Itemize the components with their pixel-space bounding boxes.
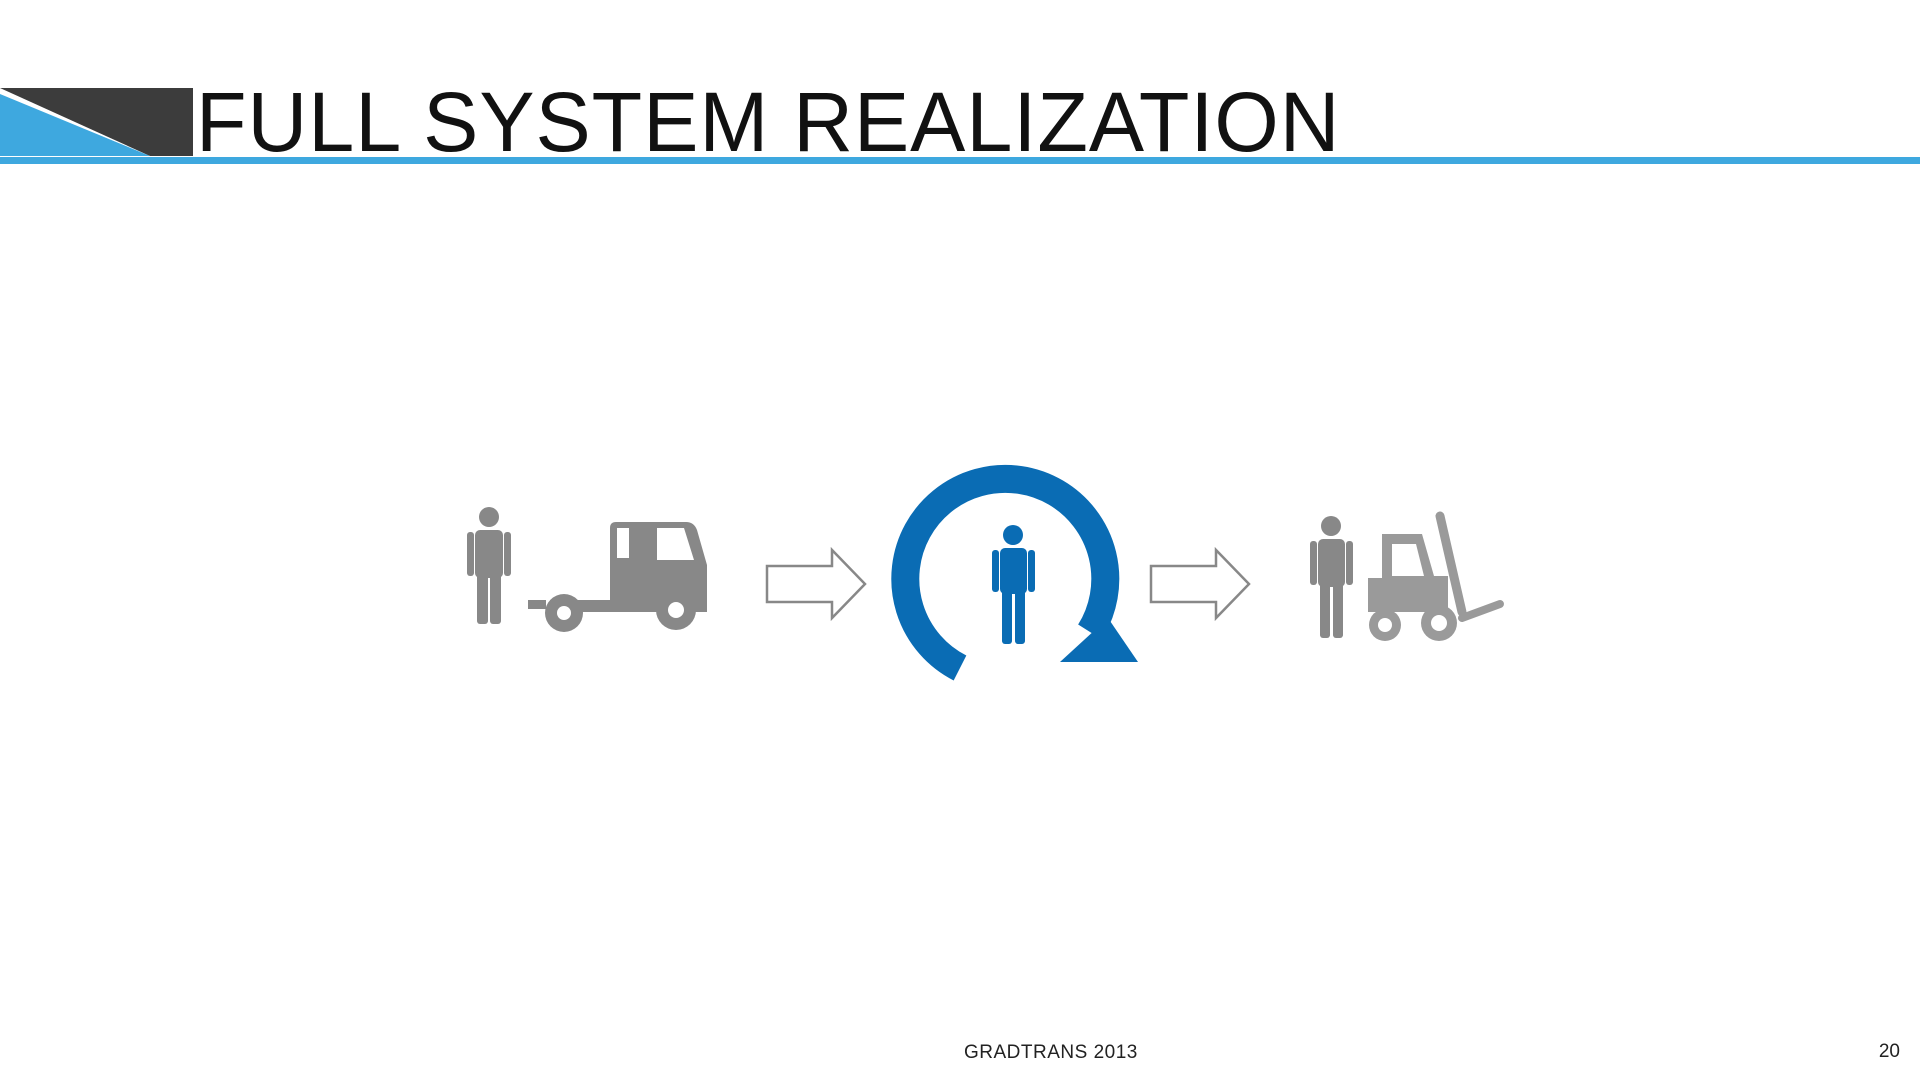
header-dark-band [0,88,193,156]
person-icon [467,507,511,624]
page-title: FULL SYSTEM REALIZATION [196,75,1341,169]
header-underline [0,157,1920,164]
person-icon [992,525,1035,644]
right-arrow-icon [765,546,867,622]
truck-icon [528,522,707,632]
right-arrow-icon [1149,546,1251,622]
header-decoration [0,88,193,156]
footer-text: GRADTRANS 2013 [964,1042,1138,1063]
person-icon [1310,516,1353,638]
header-blue-wedge [0,94,150,156]
forklift-icon [1368,511,1504,641]
page-number: 20 [1878,1041,1900,1062]
cycle-arrow-icon [891,464,1138,681]
